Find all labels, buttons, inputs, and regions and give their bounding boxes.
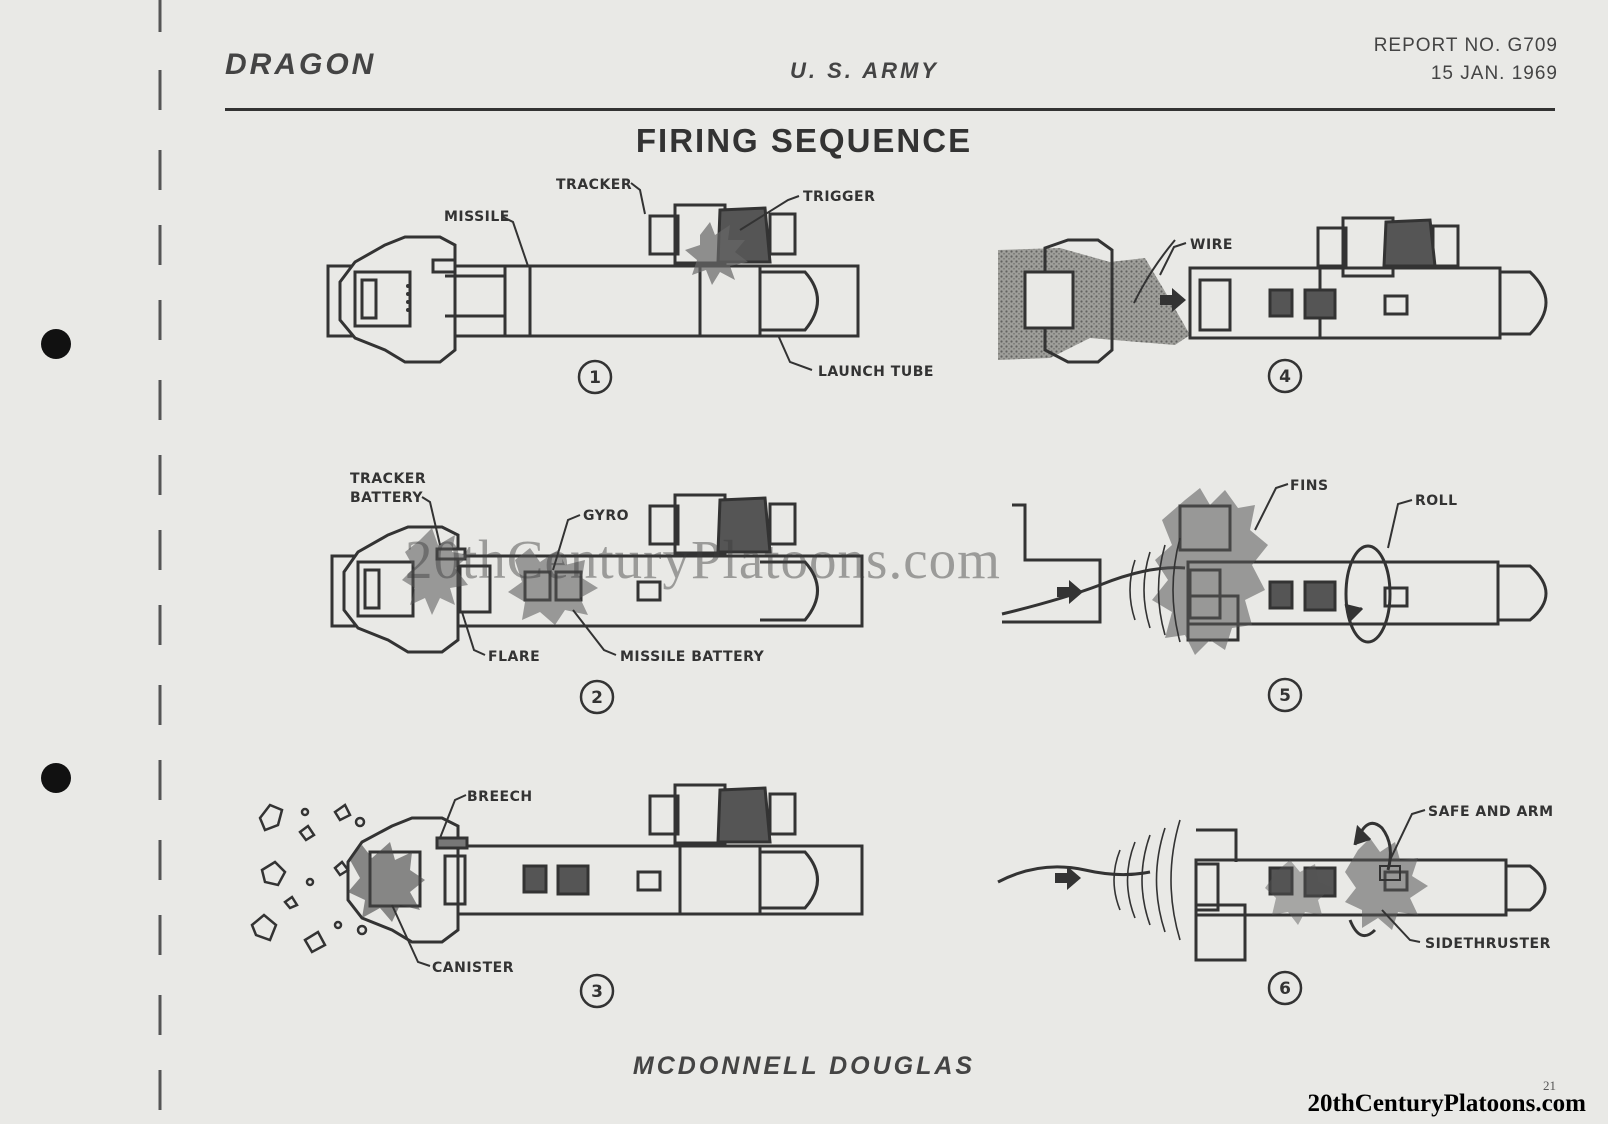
label-wire: WIRE [1190, 237, 1233, 253]
label-trigger: TRIGGER [803, 189, 875, 205]
step-6-safe-arm-device [1379, 865, 1401, 881]
step-2-number: 2 [591, 688, 603, 708]
step-5-roll-arrow [1344, 544, 1392, 644]
step-6-leaders [1381, 809, 1426, 943]
step-4-diagram [1023, 216, 1548, 364]
step-2-battery-burst [508, 548, 598, 625]
header-report-info: REPORT NO. G709 15 JAN. 1969 [1374, 32, 1558, 88]
label-missile: MISSILE [444, 209, 510, 225]
step-6-thruster-burst-2 [1265, 860, 1332, 925]
label-gyro: GYRO [583, 508, 629, 524]
step-5-diagram [1001, 503, 1548, 642]
step-5-marker [1267, 677, 1303, 713]
step-4-number: 4 [1279, 367, 1291, 387]
step-1-trigger-burst [685, 222, 748, 285]
step-1-leaders [502, 182, 813, 371]
label-breech: BREECH [467, 789, 533, 805]
step-6-marker [1267, 970, 1303, 1006]
step-6-diagram [997, 828, 1547, 962]
step-1-diagram [326, 203, 860, 364]
step-3-debris [250, 803, 368, 954]
step-5-leaders [1254, 483, 1413, 549]
header-organization: U. S. ARMY [790, 58, 939, 83]
watermark-bottom: 20thCenturyPlatoons.com [1307, 1090, 1586, 1117]
label-tracker: TRACKER [556, 177, 632, 193]
report-number: REPORT NO. G709 [1373, 35, 1558, 56]
step-6-safe-arm-arrow [1348, 821, 1392, 938]
watermark-center: 20thCenturyPlatoons.com [405, 529, 1001, 590]
step-6-thruster-burst [1345, 838, 1428, 930]
label-flare: FLARE [488, 649, 540, 665]
step-2-flare-burst [402, 528, 470, 615]
step-4-leaders [1159, 242, 1187, 276]
step-1-marker [577, 359, 613, 395]
step-4-wire [1133, 239, 1176, 304]
label-tracker-battery-2: BATTERY [350, 490, 423, 506]
binder-hole-top [41, 329, 71, 359]
label-roll: ROLL [1415, 493, 1458, 509]
step-1-number: 1 [589, 368, 601, 388]
label-missile-battery: MISSILE BATTERY [620, 649, 765, 665]
step-6-number: 6 [1279, 979, 1291, 999]
step-4-arrow [1160, 288, 1186, 312]
label-canister: CANISTER [432, 960, 514, 976]
label-side-thruster: SIDETHRUSTER [1425, 936, 1551, 952]
step-3-diagram [346, 783, 864, 944]
step-6-arrow [1055, 866, 1081, 890]
step-3-leaders [391, 794, 467, 967]
page-number: 21 [1543, 1078, 1556, 1093]
label-fins: FINS [1290, 478, 1329, 494]
header-rule [225, 108, 1555, 111]
footer-company: MCDONNELL DOUGLAS [632, 1052, 976, 1080]
step-5-fins-burst [1152, 488, 1268, 655]
step-3-marker [579, 973, 615, 1009]
step-1-dots [406, 284, 410, 312]
step-4-marker [1267, 358, 1303, 394]
step-3-breech-burst [348, 842, 425, 922]
label-safe-and-arm: SAFE AND ARM [1428, 804, 1554, 820]
label-tracker-battery-1: TRACKER [350, 471, 426, 487]
step-3-number: 3 [591, 982, 603, 1002]
step-5-arrow [1057, 580, 1083, 604]
step-5-number: 5 [1279, 686, 1291, 706]
step-5-shockwaves [1129, 537, 1181, 643]
header-program-name: DRAGON [225, 48, 377, 81]
step-2-leaders [421, 496, 617, 656]
report-date: 15 JAN. 1969 [1430, 63, 1558, 84]
label-launch-tube: LAUNCH TUBE [818, 364, 934, 380]
step-2-marker [579, 679, 615, 715]
step-6-shockwaves [1113, 819, 1181, 941]
binder-hole-bottom [41, 763, 71, 793]
page-title: FIRING SEQUENCE [635, 122, 973, 159]
